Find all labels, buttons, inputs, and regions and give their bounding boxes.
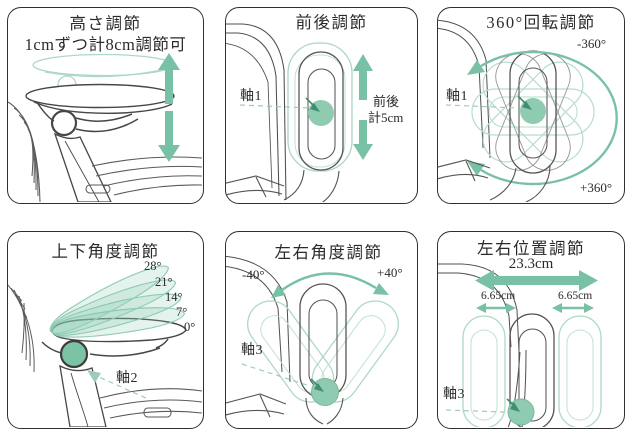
half-width-arrow-right-icon — [552, 303, 594, 313]
armrest-ghost-right — [558, 315, 602, 427]
tilt-angle-0: 0° — [184, 320, 196, 334]
axis-leader-line — [445, 409, 505, 413]
tilt-angle-28: 28° — [144, 259, 162, 273]
forward-arrow-icon — [353, 54, 373, 100]
panel-slide-title: 左右位置調節 — [477, 239, 585, 258]
armrest-bracket — [37, 103, 139, 137]
panel-slide: 左右位置調節 23.3cm 6.65cm 6.65cm 軸3 — [437, 231, 625, 429]
total-width-arrow-icon — [475, 270, 598, 291]
total-width-label: 23.3cm — [508, 256, 554, 272]
backward-arrow-icon — [353, 120, 373, 160]
range-label-line1: 前後 — [373, 94, 400, 109]
seat-sketch — [85, 156, 202, 196]
height-illustration — [8, 53, 202, 202]
panel-rotation-title: 360°回転調節 — [486, 13, 596, 32]
swivel-left-label: -40° — [242, 267, 265, 282]
tilt-angle-21: 21° — [155, 275, 173, 289]
armrest-outline — [298, 51, 344, 171]
panel-height: 高さ調節 1cmずつ計8cm調節可 — [7, 7, 204, 204]
armrest-outline — [509, 313, 555, 427]
armrest-pad-ghost-fan — [49, 265, 186, 338]
armrest-pad — [25, 83, 175, 114]
axis1-label: 軸1 — [446, 89, 468, 104]
axis-leader-line — [241, 363, 311, 387]
up-arrow-icon — [158, 53, 180, 104]
chair-wheel-sketch — [8, 101, 41, 202]
swivel-right-label: +40° — [377, 265, 403, 280]
tilt-illustration — [8, 265, 202, 427]
axis-dot — [305, 97, 334, 126]
right-half-width-label: 6.65cm — [558, 290, 593, 302]
chair-base-sketch — [8, 284, 35, 373]
cw-rotation-label: +360° — [580, 180, 613, 195]
armrest-ghost-left — [462, 315, 506, 427]
panel-swivel-title: 左右角度調節 — [274, 243, 383, 262]
swivel-illustration — [226, 255, 399, 425]
panel-front-back-title: 前後調節 — [295, 13, 368, 32]
rotation-illustration — [438, 19, 618, 202]
tilt-pivot — [59, 339, 89, 369]
chair-back-sketch — [226, 255, 291, 383]
panel-height-title: 高さ調節 — [69, 14, 142, 33]
axis3-label: 軸3 — [443, 387, 465, 402]
axis3-label: 軸3 — [241, 343, 263, 358]
tilt-angle-14: 14° — [165, 290, 183, 304]
tilt-angle-7: 7° — [176, 305, 188, 319]
left-half-width-label: 6.65cm — [481, 290, 516, 302]
axis1-label: 軸1 — [240, 89, 262, 104]
panel-rotation: 360°回転調節 -360° +360° 軸1 — [437, 7, 625, 204]
panel-front-back: 前後調節 軸1 前後 計5cm — [225, 7, 418, 204]
panel-tilt-title: 上下角度調節 — [51, 242, 160, 261]
seat-sketch — [438, 159, 551, 202]
axis-leader-line — [87, 370, 147, 399]
axis2-label: 軸2 — [116, 371, 138, 386]
axis-leader-line — [239, 104, 311, 109]
seat-sketch — [99, 388, 202, 419]
ccw-rotation-label: -360° — [577, 36, 607, 51]
axis-leader-line — [445, 104, 519, 109]
panel-tilt: 上下角度調節 28° 21° 14° 7° 0° 軸2 — [7, 231, 204, 429]
front-back-illustration — [226, 23, 373, 202]
chair-back-sketch — [226, 23, 287, 201]
slide-illustration — [438, 263, 602, 427]
panel-height-subtitle: 1cmずつ計8cm調節可 — [24, 35, 187, 54]
axis-dot — [506, 398, 535, 426]
range-label-line2: 計5cm — [368, 110, 404, 125]
panel-swivel: 左右角度調節 -40° +40° 軸3 — [225, 231, 418, 429]
armrest-base-sketch — [226, 169, 340, 202]
axis-dot — [517, 95, 546, 124]
swivel-arc-arrow — [271, 272, 389, 298]
axis-dot — [310, 378, 339, 406]
half-width-arrow-left-icon — [476, 303, 516, 313]
down-arrow-icon — [158, 111, 180, 162]
armrest-column — [53, 132, 112, 202]
seat-sketch — [226, 393, 344, 425]
